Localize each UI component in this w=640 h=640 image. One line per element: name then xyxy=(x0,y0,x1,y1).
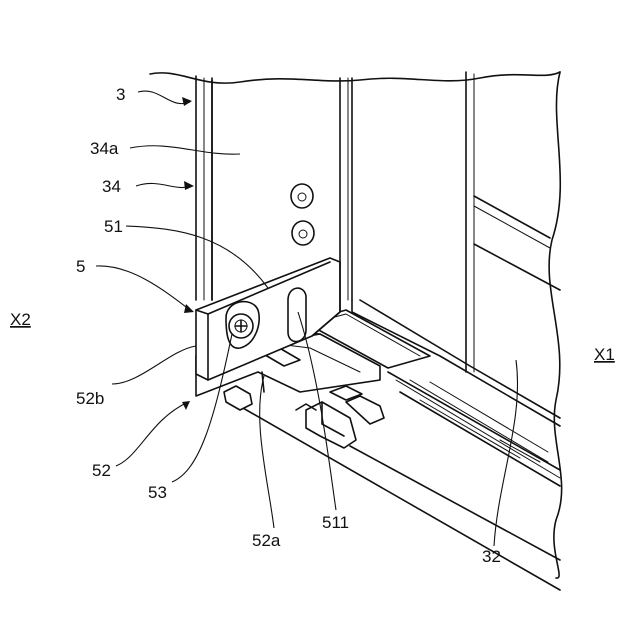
arrowheads xyxy=(182,97,194,410)
label-53: 53 xyxy=(148,483,167,502)
label-34: 34 xyxy=(102,177,121,196)
label-5: 5 xyxy=(76,257,85,276)
label-32: 32 xyxy=(482,547,501,566)
label-52b: 52b xyxy=(76,389,104,408)
label-X1: X1 xyxy=(594,345,615,364)
label-3: 3 xyxy=(116,85,125,104)
label-511: 511 xyxy=(322,513,349,532)
hole-upper-icon xyxy=(291,184,313,208)
label-51: 51 xyxy=(104,217,123,236)
slot-511 xyxy=(288,288,306,341)
label-34a: 34a xyxy=(90,139,119,158)
label-52: 52 xyxy=(92,461,111,480)
hole-lower-icon xyxy=(292,221,314,245)
side-panel-34 xyxy=(196,76,212,300)
door-panel-32 xyxy=(466,72,562,578)
label-52a: 52a xyxy=(252,531,281,550)
label-X2: X2 xyxy=(10,310,31,329)
